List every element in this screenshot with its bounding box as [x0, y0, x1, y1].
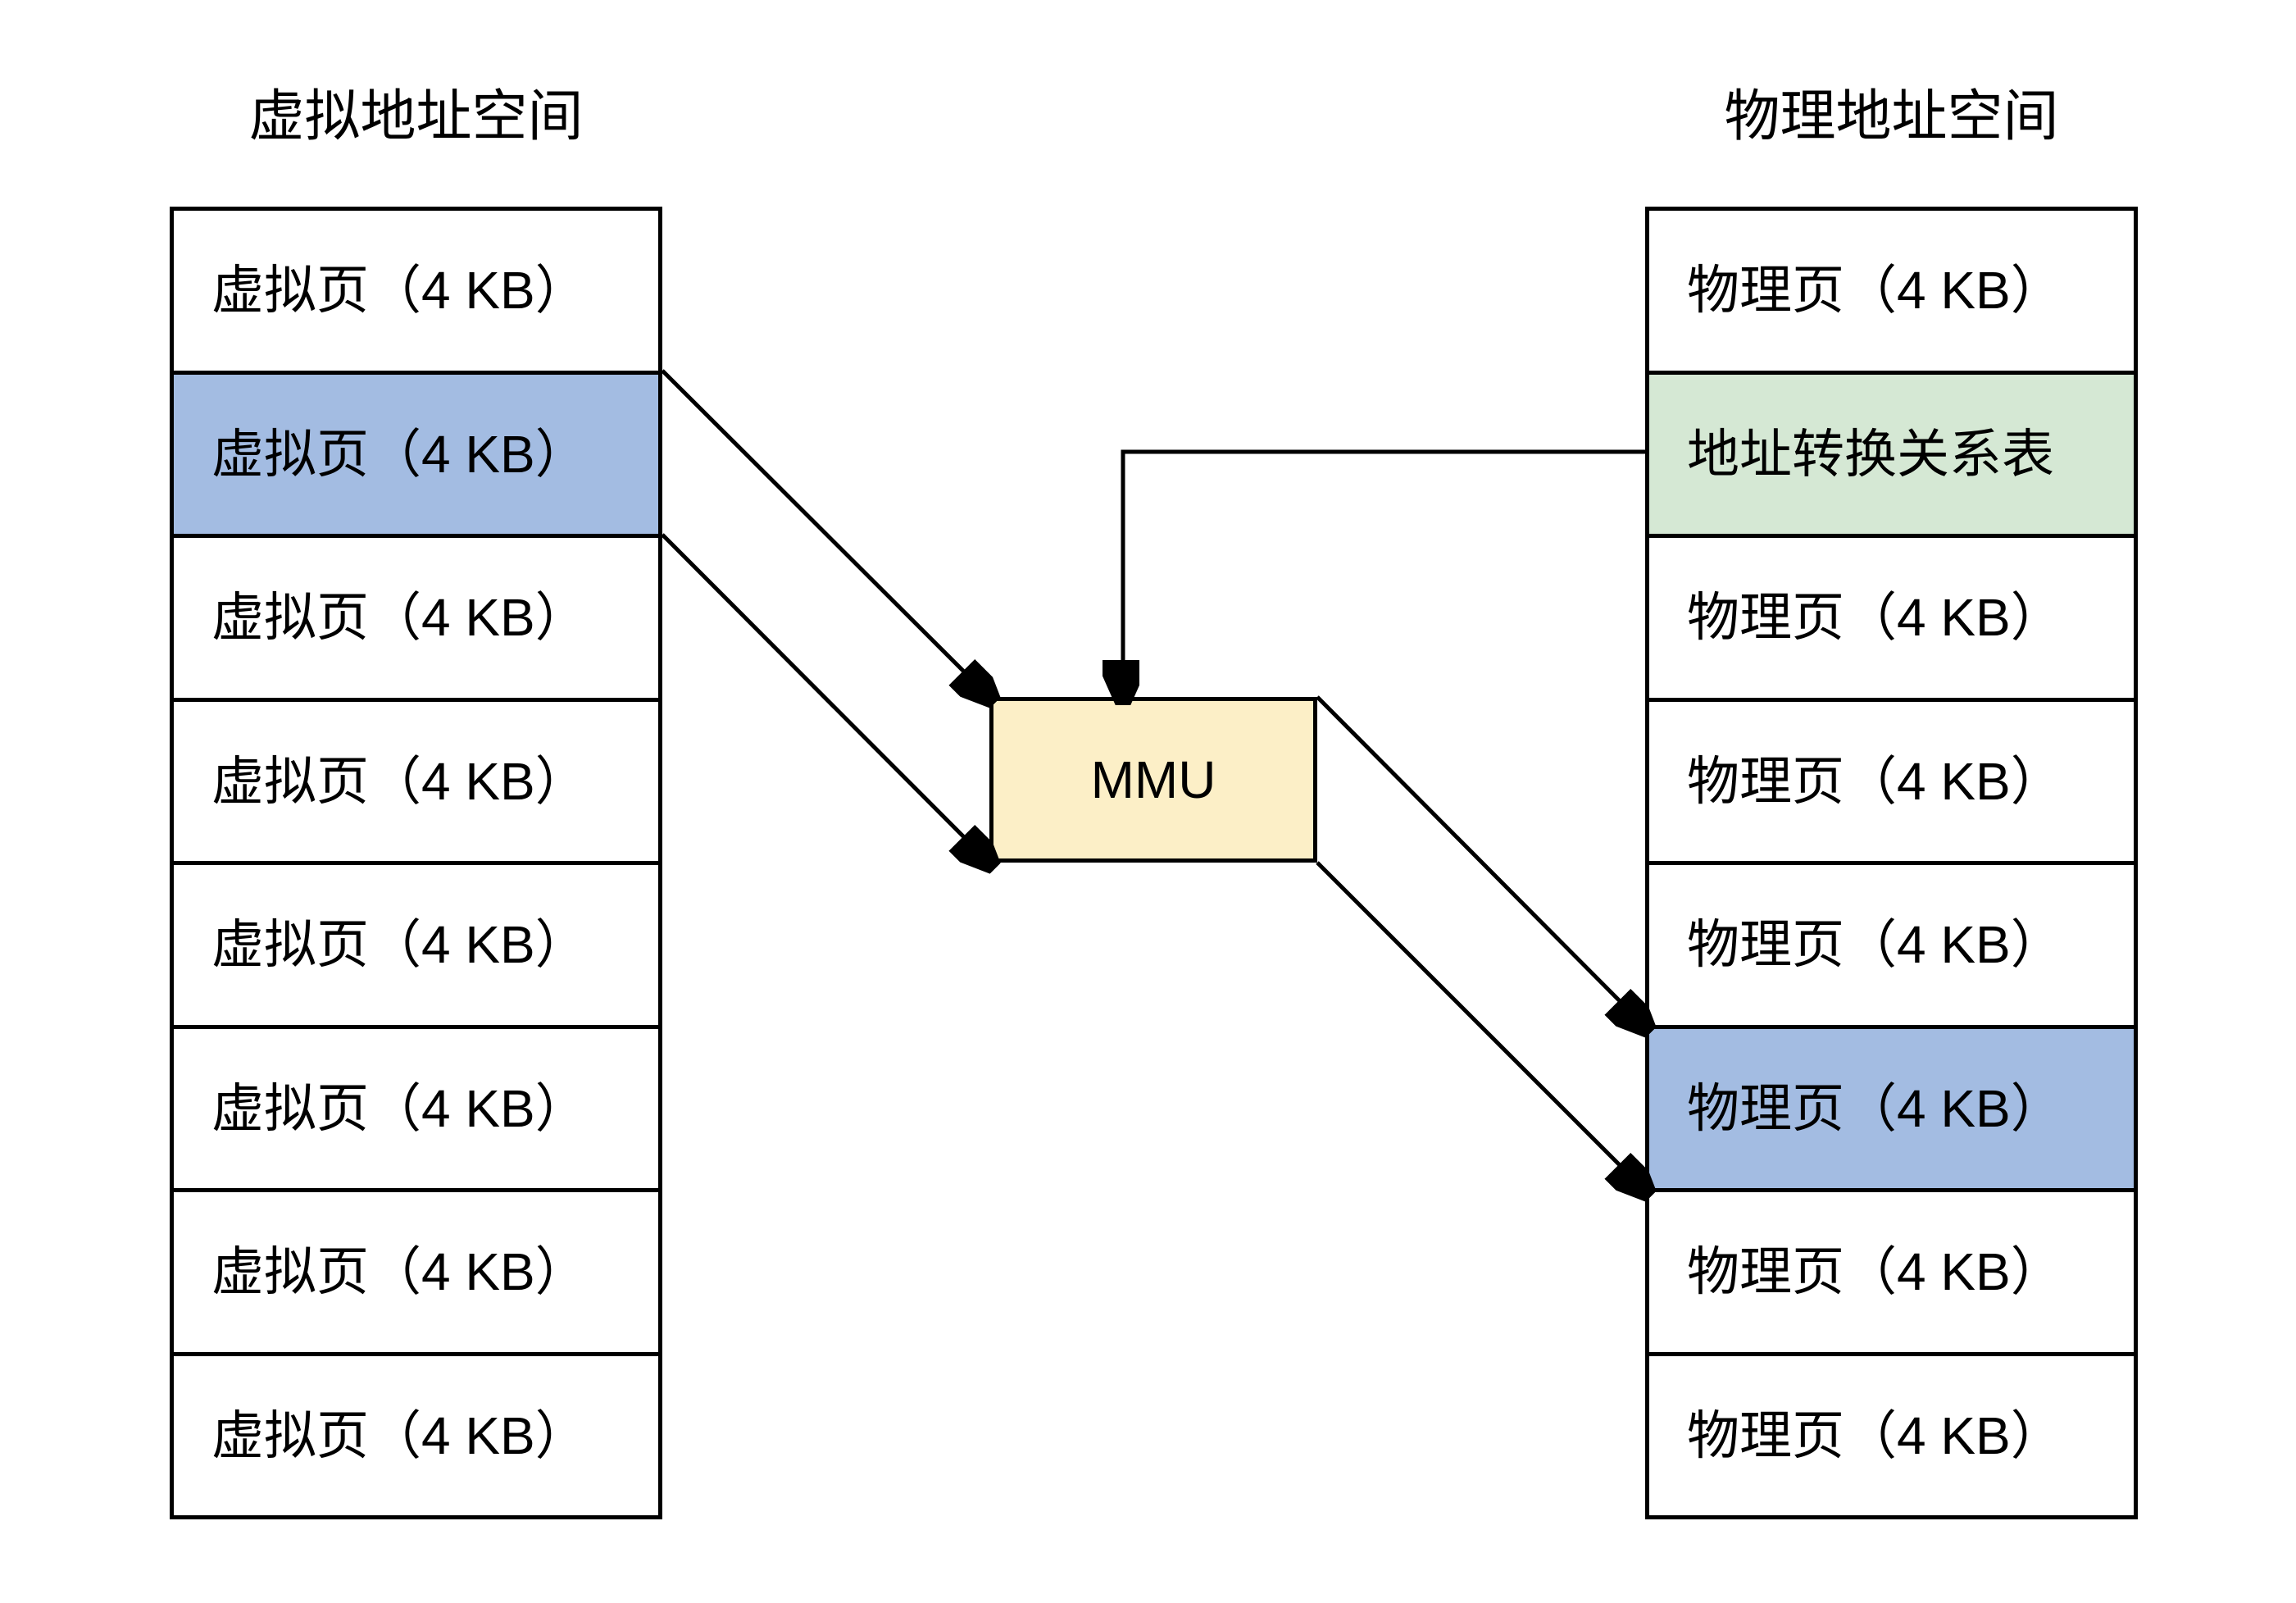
virtual-page-label: 虚拟页（4 KB） [211, 915, 588, 975]
physical-page-row: 物理页（4 KB） [1649, 1028, 2134, 1192]
virtual-page-row: 虚拟页（4 KB） [174, 701, 658, 865]
virtual-page-row: 虚拟页（4 KB） [174, 1192, 658, 1356]
mmu-box: MMU [989, 697, 1317, 863]
virtual-page-label: 虚拟页（4 KB） [211, 261, 588, 321]
physical-page-row: 物理页（4 KB） [1649, 865, 2134, 1029]
physical-page-row: 物理页（4 KB） [1649, 701, 2134, 865]
physical-page-label: 物理页（4 KB） [1687, 915, 2063, 975]
arrow-virtual-to-mmu-top [661, 369, 989, 697]
virtual-page-row: 虚拟页（4 KB） [174, 1028, 658, 1192]
physical-address-space-column: 物理页（4 KB） 地址转换关系表 物理页（4 KB） 物理页（4 KB） 物理… [1645, 207, 2138, 1519]
physical-page-row: 地址转换关系表 [1649, 374, 2134, 538]
arrow-translation-table-to-mmu [1123, 449, 1645, 697]
physical-page-row: 物理页（4 KB） [1649, 1355, 2134, 1515]
virtual-page-label: 虚拟页（4 KB） [211, 1242, 588, 1302]
virtual-address-space-title: 虚拟地址空间 [248, 85, 584, 148]
physical-page-label: 物理页（4 KB） [1687, 261, 2063, 321]
physical-page-label: 物理页（4 KB） [1687, 1078, 2063, 1138]
physical-page-row: 物理页（4 KB） [1649, 538, 2134, 702]
physical-address-space-title: 物理地址空间 [1724, 85, 2059, 148]
physical-page-row: 物理页（4 KB） [1649, 211, 2134, 375]
virtual-page-label: 虚拟页（4 KB） [211, 1405, 588, 1465]
physical-page-label: 物理页（4 KB） [1687, 751, 2063, 811]
physical-page-label: 物理页（4 KB） [1687, 1242, 2063, 1302]
virtual-page-row: 虚拟页（4 KB） [174, 538, 658, 702]
physical-page-label: 物理页（4 KB） [1687, 588, 2063, 648]
physical-page-label: 物理页（4 KB） [1687, 1405, 2063, 1465]
mmu-label: MMU [1090, 750, 1216, 809]
arrow-virtual-to-mmu-bottom [661, 533, 989, 863]
virtual-address-space-column: 虚拟页（4 KB） 虚拟页（4 KB） 虚拟页（4 KB） 虚拟页（4 KB） … [170, 207, 662, 1519]
physical-page-label: 地址转换关系表 [1687, 424, 2054, 484]
physical-page-row: 物理页（4 KB） [1649, 1192, 2134, 1356]
virtual-page-row: 虚拟页（4 KB） [174, 374, 658, 538]
virtual-page-row: 虚拟页（4 KB） [174, 211, 658, 375]
arrow-mmu-to-physical-bottom [1316, 861, 1645, 1191]
virtual-page-label: 虚拟页（4 KB） [211, 751, 588, 811]
virtual-page-label: 虚拟页（4 KB） [211, 588, 588, 648]
virtual-page-label: 虚拟页（4 KB） [211, 424, 588, 484]
virtual-page-label: 虚拟页（4 KB） [211, 1078, 588, 1138]
virtual-page-row: 虚拟页（4 KB） [174, 1355, 658, 1515]
virtual-page-row: 虚拟页（4 KB） [174, 865, 658, 1029]
arrow-mmu-to-physical-top [1316, 695, 1645, 1027]
